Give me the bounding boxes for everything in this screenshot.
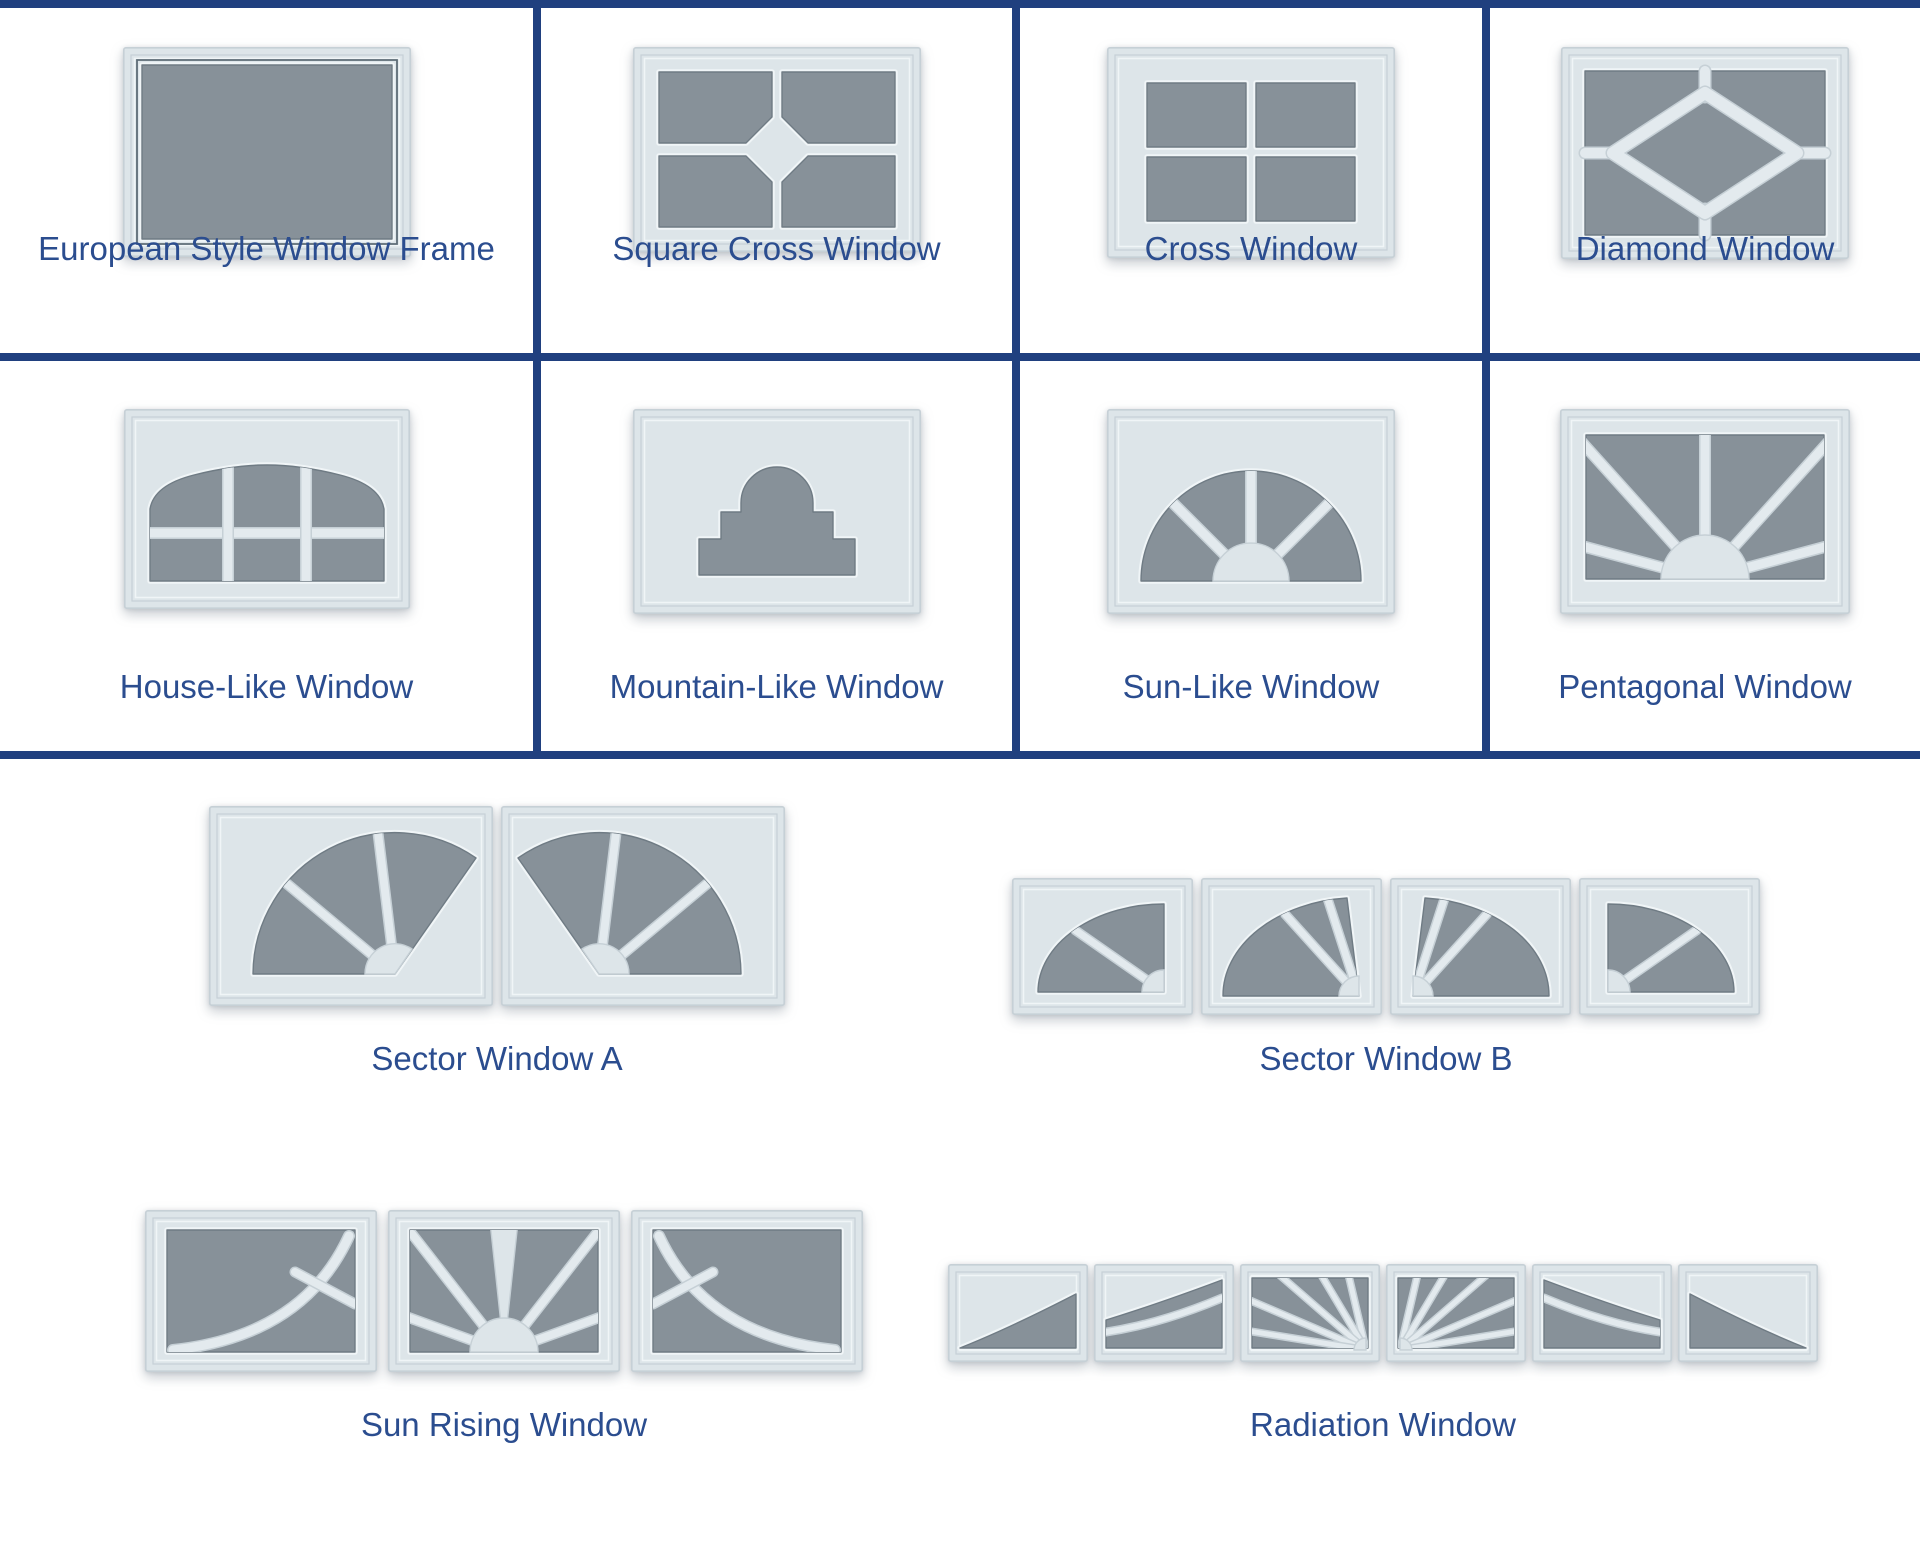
window-thumbnail-cross[interactable] [1107, 47, 1395, 258]
window-thumbnail-european[interactable] [122, 47, 411, 257]
grid-cell-square-cross: Square Cross Window [541, 8, 1020, 361]
sun-rising-window-image [145, 1210, 863, 1372]
window-thumbnail-mountain[interactable] [632, 409, 921, 614]
house-like-window-image [123, 409, 410, 609]
window-thumbnail-house[interactable] [123, 409, 410, 609]
square-cross-window-image [632, 47, 921, 252]
window-thumbnail-sun-like[interactable] [1107, 409, 1395, 614]
grid-cell-cross: Cross Window [1020, 8, 1490, 361]
window-thumbnail-diamond[interactable] [1561, 47, 1849, 259]
grid-cell-diamond: Diamond Window [1490, 8, 1920, 361]
window-label: Square Cross Window [612, 230, 941, 267]
grid-cell-house: House-Like Window [0, 361, 541, 751]
window-thumbnail-sun-rising[interactable] [145, 1210, 863, 1372]
window-label: European Style Window Frame [38, 230, 495, 267]
window-label: Cross Window [1144, 230, 1358, 267]
mountain-like-window-image [632, 409, 921, 614]
window-thumbnail-square-cross[interactable] [632, 47, 921, 252]
window-thumbnail-sector-b[interactable] [1012, 878, 1760, 1015]
radiation-window-image [948, 1264, 1818, 1362]
window-label: Radiation Window [1250, 1406, 1516, 1443]
grid-cell-sun-like: Sun-Like Window [1020, 361, 1490, 751]
pentagonal-window-image [1560, 409, 1850, 614]
sector-window-a-image [209, 806, 785, 1006]
european-style-window-image [122, 47, 411, 257]
grid-cell-european: European Style Window Frame [0, 8, 541, 361]
window-style-grid: European Style Window Frame Square Cross… [0, 0, 1920, 759]
sun-like-window-image [1107, 409, 1395, 614]
window-thumbnail-sector-a[interactable] [209, 806, 785, 1006]
window-thumbnail-radiation[interactable] [948, 1264, 1818, 1362]
window-label: Sun Rising Window [360, 1406, 648, 1443]
window-thumbnail-pentagonal[interactable] [1560, 409, 1850, 614]
window-label: Mountain-Like Window [609, 668, 944, 705]
window-label: Sun-Like Window [1122, 668, 1380, 705]
window-label: Sector Window B [1259, 1040, 1513, 1077]
window-label: Diamond Window [1575, 230, 1835, 267]
cross-window-image [1107, 47, 1395, 258]
window-label: Pentagonal Window [1558, 668, 1852, 705]
window-label: House-Like Window [119, 668, 414, 705]
sector-window-b-image [1012, 878, 1760, 1015]
grid-cell-pentagonal: Pentagonal Window [1490, 361, 1920, 751]
window-label: Sector Window A [371, 1040, 623, 1077]
grid-cell-mountain: Mountain-Like Window [541, 361, 1020, 751]
diamond-window-image [1561, 47, 1849, 259]
